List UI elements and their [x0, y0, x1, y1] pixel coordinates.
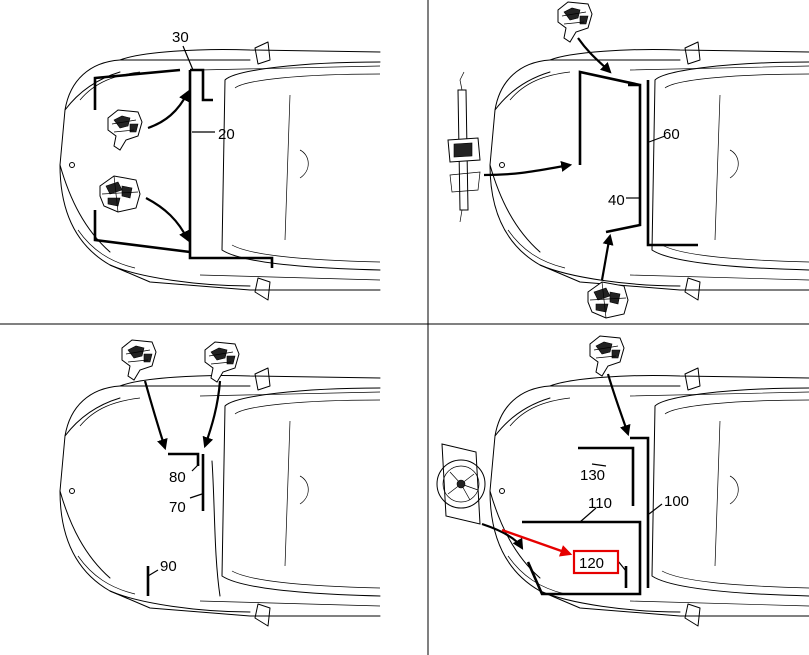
arrow-relay: [147, 90, 189, 130]
windshield-trim: [211, 460, 221, 597]
harness-100: [630, 436, 650, 588]
leader-120: [617, 560, 627, 572]
harness-80: [168, 452, 200, 466]
arrow-top: [606, 373, 631, 437]
leader-100: [648, 503, 663, 515]
panel-top-right: 60 40: [447, 1, 809, 319]
leader-70: [189, 493, 203, 499]
arrow-steering: [483, 161, 573, 177]
harness-60: [646, 80, 698, 247]
highlight-arrow: [501, 528, 573, 557]
panel-bottom-right: 130 110 100 120: [436, 335, 809, 627]
leader-110: [579, 507, 597, 523]
relay-component: [589, 335, 625, 377]
label-60: 60: [663, 126, 680, 143]
relay-component: [557, 1, 593, 43]
label-90: 90: [160, 558, 177, 575]
steering-rack-component: [447, 71, 481, 223]
radiator-fan-component: [436, 443, 486, 525]
label-70: 70: [169, 499, 186, 516]
leader-60: [648, 135, 666, 143]
arrow-top: [577, 37, 612, 74]
harness-30: [190, 68, 213, 102]
label-100: 100: [664, 493, 689, 510]
label-30: 30: [172, 29, 189, 46]
leader-80: [191, 463, 200, 472]
label-130: 130: [580, 467, 605, 484]
label-20: 20: [218, 126, 235, 143]
arrow-bottom: [600, 233, 614, 281]
panel-bottom-left: 80 70 90: [59, 339, 381, 627]
leader-30: [182, 45, 194, 71]
fuse-block-component: [99, 175, 141, 213]
harness-40: [578, 70, 642, 234]
harness-130: [578, 446, 635, 506]
arrow-fan: [481, 522, 524, 550]
harness-20: [188, 70, 274, 268]
leader-90: [147, 569, 159, 577]
relay-component: [107, 109, 143, 151]
label-40: 40: [608, 192, 625, 209]
fuse-block-component: [587, 281, 629, 319]
label-110: 110: [588, 495, 612, 512]
harness-20-left: [93, 68, 191, 254]
label-120: 120: [579, 555, 604, 572]
highlight-box: [572, 549, 620, 575]
harness-110: [522, 520, 642, 596]
label-80: 80: [169, 469, 186, 486]
car-outline: [59, 41, 381, 301]
leader-130: [591, 463, 607, 467]
car-outline: [59, 367, 381, 627]
relay-component: [121, 339, 157, 381]
panel-top-left: 30 20: [59, 29, 381, 301]
arrow-block: [145, 197, 189, 242]
arrow-left: [143, 380, 168, 451]
arrow-right: [202, 380, 222, 449]
